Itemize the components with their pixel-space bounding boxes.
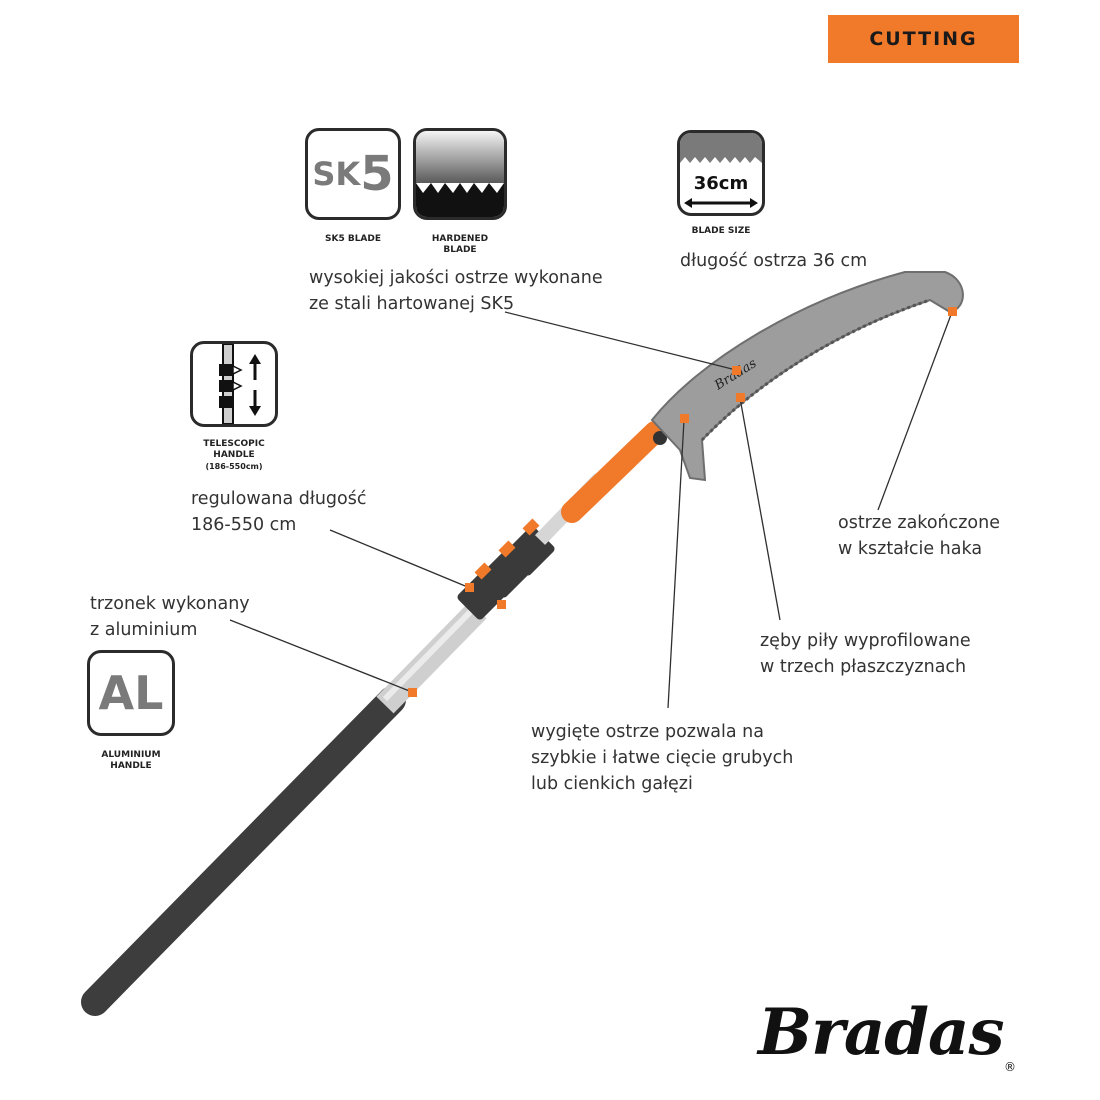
hardened-caption: HARDENED BLADE <box>431 234 489 255</box>
marker-curved-blade <box>680 414 689 423</box>
desc-adjustable-length: regulowana długość 186-550 cm <box>191 489 367 535</box>
callout-lines <box>229 311 953 709</box>
marker-lock <box>497 600 506 609</box>
category-badge: CUTTING <box>828 15 1019 63</box>
blade-mount <box>561 421 666 523</box>
desc-hook-tip: ostrze zakończone w kształcie haka <box>838 513 1000 559</box>
desc-blade-quality: wysokiej jakości ostrze wykonane ze stal… <box>309 268 603 314</box>
marker-shaft <box>408 688 417 697</box>
lower-pole <box>81 686 406 1016</box>
aluminium-section <box>376 601 487 714</box>
blade-size-value: 36cm <box>693 173 749 194</box>
blade-size-caption: BLADE SIZE <box>691 226 751 236</box>
desc-shaft: trzonek wykonany z aluminium <box>90 594 250 640</box>
brand-logo: Bradas <box>758 995 1005 1070</box>
blade-size-icon: 36cm <box>677 130 765 216</box>
aluminium-handle-icon: AL <box>87 650 175 736</box>
marker-blade-quality <box>732 366 741 375</box>
marker-teeth <box>736 393 745 402</box>
telescopic-handle-icon <box>190 341 278 427</box>
marker-hook-tip <box>948 307 957 316</box>
hardened-blade-icon <box>413 128 507 220</box>
marker-adjustable-length <box>465 583 474 592</box>
sk5-caption: SK5 BLADE <box>324 234 382 244</box>
aluminium-caption: ALUMINIUM HANDLE <box>101 750 161 771</box>
desc-curved-blade: wygięte ostrze pozwala na szybkie i łatw… <box>531 722 794 794</box>
telescopic-caption: TELESCOPIC HANDLE (186-550cm) <box>203 439 265 471</box>
desc-teeth: zęby piły wyprofilowane w trzech płaszcz… <box>760 631 971 677</box>
registered-mark: ® <box>1004 1060 1016 1074</box>
saw-blade <box>650 271 964 482</box>
desc-blade-length: długość ostrza 36 cm <box>680 251 868 271</box>
